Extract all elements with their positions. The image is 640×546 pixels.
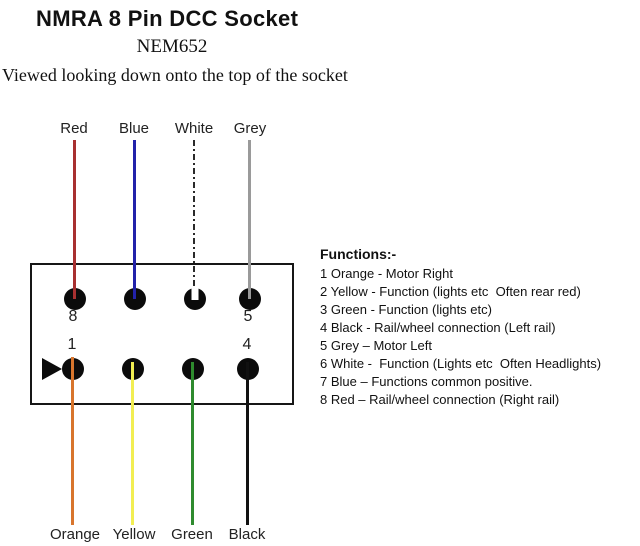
function-item-7: 7 Blue – Functions common positive. — [320, 374, 533, 389]
wire-label-orange: Orange — [49, 526, 101, 543]
function-item-6: 6 White - Function (Lights etc Often Hea… — [320, 356, 602, 371]
pin-8 — [64, 288, 86, 310]
wire-label-green: Green — [171, 526, 213, 543]
pin-number-1: 1 — [67, 336, 77, 353]
grey-wire — [248, 140, 251, 299]
pin-7 — [124, 288, 146, 310]
pin-number-5: 5 — [243, 308, 253, 325]
pin-number-4: 4 — [242, 336, 252, 353]
pin-6 — [184, 287, 206, 310]
wire-label-yellow: Yellow — [112, 526, 156, 543]
function-item-1: 1 Orange - Motor Right — [320, 266, 453, 281]
pin-number-8: 8 — [68, 308, 78, 325]
wire-label-blue: Blue — [118, 120, 150, 137]
blue-wire — [133, 140, 136, 299]
wire-label-white: White — [174, 120, 214, 137]
function-item-2: 2 Yellow - Function (lights etc Often re… — [320, 284, 581, 299]
page-subtitle: NEM652 — [136, 36, 208, 57]
red-wire — [73, 140, 76, 299]
wire-label-red: Red — [60, 120, 88, 137]
black-wire — [246, 362, 249, 525]
pin-5 — [239, 288, 261, 310]
function-item-4: 4 Black - Rail/wheel connection (Left ra… — [320, 320, 556, 335]
function-item-5: 5 Grey – Motor Left — [320, 338, 432, 353]
yellow-wire — [131, 362, 134, 525]
wire-label-black: Black — [228, 526, 266, 543]
white-wire — [193, 140, 195, 289]
function-item-3: 3 Green - Function (lights etc) — [320, 302, 492, 317]
wire-label-grey: Grey — [233, 120, 267, 137]
functions-panel: Functions:- 1 Orange - Motor Right 2 Yel… — [320, 246, 601, 409]
pin-6-white-slot — [191, 287, 199, 300]
orange-wire — [71, 357, 74, 525]
functions-heading: Functions:- — [320, 246, 397, 262]
pin-1-arrow-icon — [42, 358, 62, 380]
page-title: NMRA 8 Pin DCC Socket — [36, 6, 299, 31]
function-item-8: 8 Red – Rail/wheel connection (Right rai… — [320, 392, 560, 407]
green-wire — [191, 362, 194, 525]
page-caption: Viewed looking down onto the top of the … — [2, 65, 348, 85]
socket-outline — [30, 263, 294, 405]
